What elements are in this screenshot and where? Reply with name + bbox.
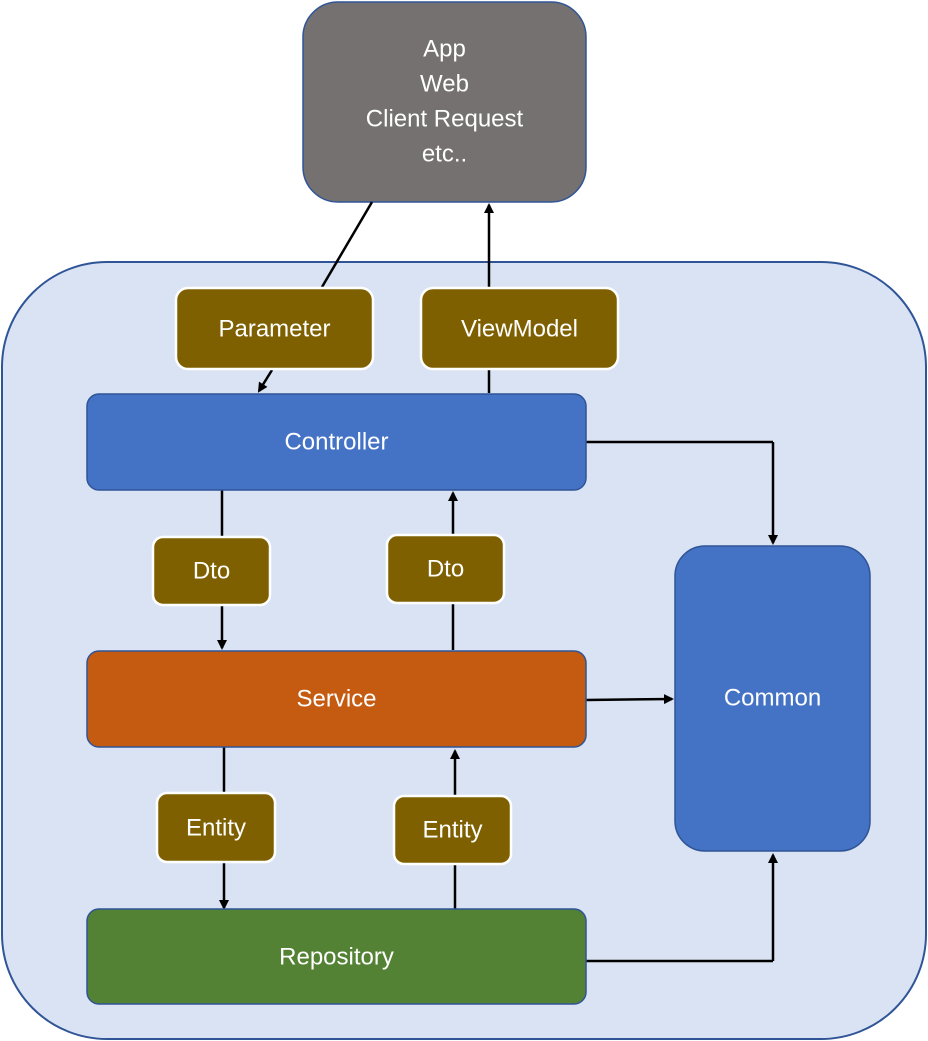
parameter-box xyxy=(174,286,375,371)
controller-box xyxy=(86,393,587,491)
common-box xyxy=(674,545,871,852)
entity-up-box xyxy=(392,794,513,866)
service-box xyxy=(86,650,587,748)
request-arrow xyxy=(257,369,274,393)
client-box xyxy=(302,1,587,203)
controller-label: Controller xyxy=(284,429,388,456)
client-line-2: Web xyxy=(420,71,469,98)
client-line-1: App xyxy=(423,36,466,63)
request-connector xyxy=(320,201,374,288)
entity-up-label: Entity xyxy=(422,817,482,844)
entity-down-box xyxy=(155,791,277,864)
client-line-3: Client Request xyxy=(366,106,524,133)
client-line-4: etc.. xyxy=(422,141,467,168)
entity-down-label: Entity xyxy=(186,815,246,842)
service-label: Service xyxy=(296,686,376,713)
repository-box xyxy=(86,908,587,1005)
dto-up-label: Dto xyxy=(427,556,464,583)
dto-down-box xyxy=(151,535,272,607)
parameter-label: Parameter xyxy=(218,316,330,343)
common-label: Common xyxy=(724,685,821,712)
dto-down-label: Dto xyxy=(193,558,230,585)
dto-up-box xyxy=(385,533,506,605)
service-to-common-arrow xyxy=(585,694,674,705)
repository-label: Repository xyxy=(279,944,394,971)
viewmodel-label: ViewModel xyxy=(461,316,578,343)
viewmodel-box xyxy=(419,286,620,371)
